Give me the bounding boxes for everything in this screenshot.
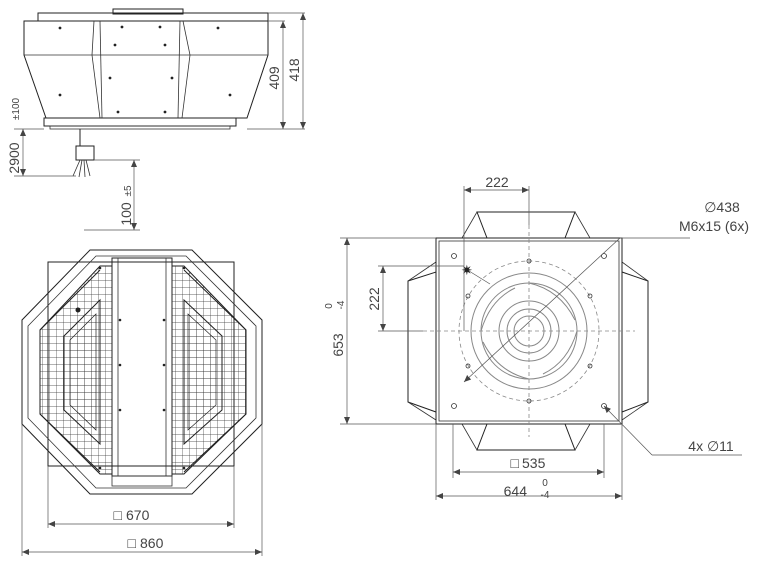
wing-bottom: [476, 423, 576, 451]
side-panel-edge-left: [91, 20, 101, 119]
dim-cable-tol: ±100: [11, 97, 22, 120]
dim-top-inner: 670: [126, 507, 150, 523]
dim-width-644: 644: [504, 483, 528, 499]
dim-top-outer: 860: [140, 535, 164, 551]
dim-cable-length: 2900: [6, 142, 22, 173]
side-base: [43, 117, 237, 127]
dim-height-tol-upper: 0: [324, 303, 335, 309]
cable-wires: [72, 159, 91, 178]
dim-top-222: 222: [485, 174, 509, 190]
impeller-blades: [480, 282, 578, 380]
side-panel-edge-right: [181, 20, 191, 119]
top-view: □ 670 □ 860: [21, 249, 263, 556]
inner-symbol: □: [511, 455, 520, 471]
dim-height-outer: 418: [286, 58, 302, 82]
dim-height-tol-lower: -4: [336, 300, 347, 309]
terminal-box: [75, 145, 95, 161]
top-outer-symbol: □: [128, 535, 137, 551]
top-rivets: [75, 266, 186, 470]
dim-inner-535: 535: [522, 455, 546, 471]
side-view: 409 418 2900 ±100 100 ±5: [6, 8, 306, 231]
dim-height-inner: 409: [266, 66, 282, 90]
thread-label: M6x15 (6x): [679, 218, 749, 234]
top-octagon-outer: [21, 249, 263, 495]
star-marker: ✷: [461, 263, 473, 279]
dim-left-222: 222: [366, 287, 382, 311]
dim-width-tol-upper: 0: [542, 478, 548, 489]
wing-left: [407, 271, 437, 413]
wing-top: [476, 211, 576, 239]
dim-cable-end: 100: [118, 202, 134, 226]
top-center-channel: [111, 257, 173, 477]
side-rivets: [58, 25, 232, 114]
side-housing: [23, 20, 269, 119]
dim-width-tol-lower: -4: [541, 490, 550, 501]
dim-cable-end-tol: ±5: [123, 185, 134, 196]
side-top-lid: [112, 8, 184, 15]
top-inner-symbol: □: [114, 507, 123, 523]
hole-circle-label: ∅438: [704, 199, 740, 215]
mesh-frame-left: [63, 298, 101, 446]
dim-height-653: 653: [330, 333, 346, 357]
wing-right: [621, 271, 649, 413]
mesh-frame-right: [183, 298, 223, 446]
mount-holes-label: 4x ∅11: [688, 438, 734, 454]
flange-view: ✷ 222 222 ∅438 M6x15 (6x) 653 0 -4: [324, 174, 749, 501]
